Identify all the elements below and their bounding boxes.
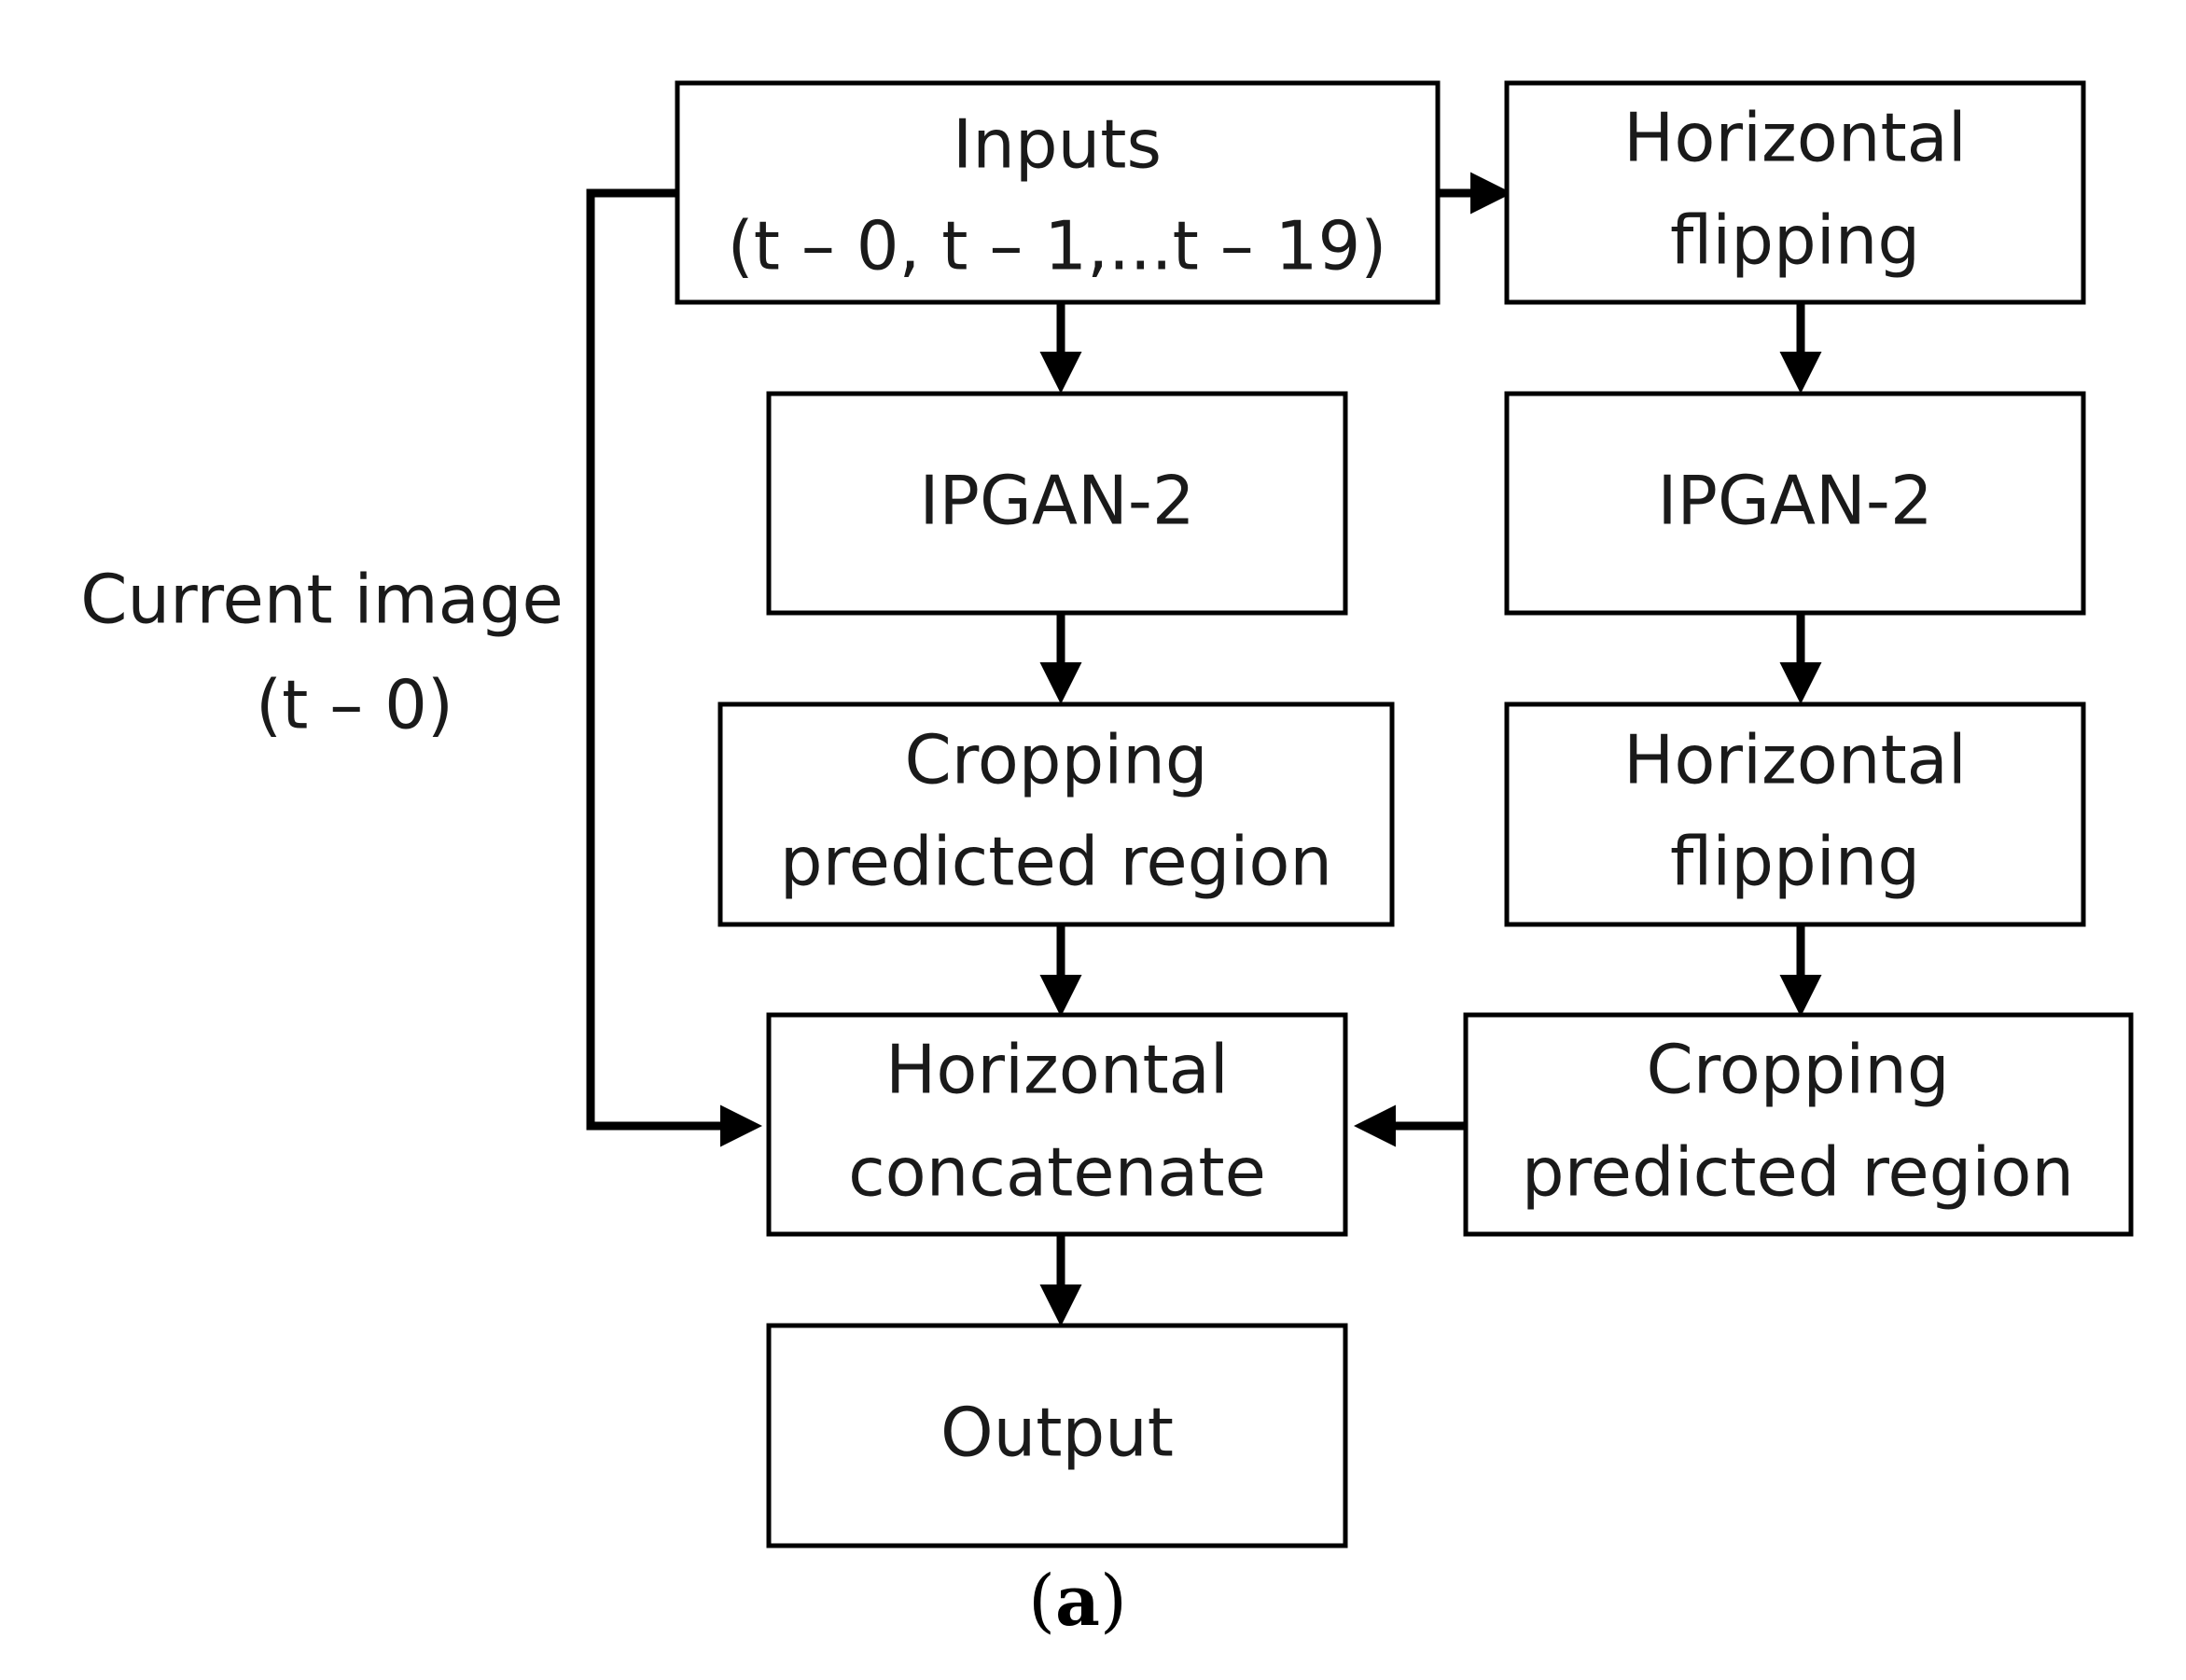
flip-top-line2: flipping xyxy=(1670,201,1920,280)
cropping-left-box: Cropping predicted region xyxy=(717,701,1395,927)
horizontal-flipping-mid-box: Horizontal flipping xyxy=(1504,701,2086,927)
connectors xyxy=(586,172,1822,1326)
crop-right-line2: predicted region xyxy=(1522,1133,2074,1212)
ipgan-left-label: IPGAN-2 xyxy=(919,462,1194,540)
concatenate-box: Horizontal concatenate xyxy=(766,1012,1348,1237)
crop-left-line2: predicted region xyxy=(780,823,1332,901)
caption-letter: a xyxy=(1055,1562,1100,1642)
inputs-title: Inputs xyxy=(953,105,1162,184)
ipgan-right-box: IPGAN-2 xyxy=(1504,391,2086,616)
concat-line2: concatenate xyxy=(848,1133,1266,1212)
figure-caption: (a) xyxy=(1028,1561,1127,1641)
caption-close: ) xyxy=(1100,1561,1127,1641)
cropping-right-box: Cropping predicted region xyxy=(1463,1012,2134,1237)
current-image-line1: Current image xyxy=(80,561,564,639)
flip-mid-line2: flipping xyxy=(1670,823,1920,901)
output-label: Output xyxy=(940,1394,1174,1472)
crop-right-line1: Cropping xyxy=(1646,1031,1949,1109)
horizontal-flipping-top-box: Horizontal flipping xyxy=(1504,80,2086,305)
arrow-current-image-to-concat xyxy=(586,188,762,1147)
inputs-range: (t – 0, t – 1,...t – 19) xyxy=(728,207,1387,285)
flip-top-line1: Horizontal xyxy=(1623,99,1967,177)
current-image-line2: (t – 0) xyxy=(256,666,453,744)
caption-open: ( xyxy=(1028,1561,1055,1641)
concat-line1: Horizontal xyxy=(885,1031,1229,1109)
crop-left-line1: Cropping xyxy=(904,721,1207,799)
inputs-box: Inputs (t – 0, t – 1,...t – 19) xyxy=(675,80,1441,305)
ipgan-left-box: IPGAN-2 xyxy=(766,391,1348,616)
flip-mid-line1: Horizontal xyxy=(1623,721,1967,799)
ipgan-right-label: IPGAN-2 xyxy=(1657,462,1932,540)
current-image-label: Current image (t – 0) xyxy=(80,561,564,744)
output-box: Output xyxy=(766,1323,1348,1548)
